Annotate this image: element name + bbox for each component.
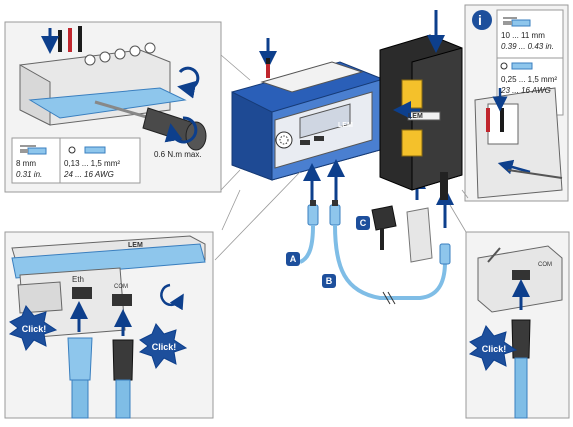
callout-c: C <box>356 216 370 230</box>
click-label-1: Click! <box>21 324 47 334</box>
callout-b: B <box>322 274 336 288</box>
rotate-arrow-icon <box>177 66 200 99</box>
logo-dial-icon <box>275 131 293 149</box>
display-window <box>299 103 351 139</box>
com-port-label-right: COM <box>538 262 552 268</box>
terminal-yellow-bottom <box>401 129 423 157</box>
top-left-terminal-panel <box>4 21 222 193</box>
panel-brand-label: LEM <box>128 242 143 249</box>
click-label-2: Click! <box>151 342 177 352</box>
black-sensor-module <box>379 34 463 200</box>
wire-awg: 24 ... 16 AWG <box>64 170 114 179</box>
module-brand-label: LEM <box>408 113 423 120</box>
click-starburst-2-icon <box>138 323 188 370</box>
wire-section: 0,13 ... 1,5 mm² <box>64 159 121 168</box>
info-strip-length: 10 ... 11 mm <box>501 31 545 40</box>
callout-a: A <box>286 252 300 266</box>
torque-label: 0.6 N.m max. <box>154 150 202 159</box>
flat-adapter <box>406 207 433 263</box>
info-wire-section-icon <box>500 62 533 70</box>
sensor-c <box>371 205 397 250</box>
port-eth <box>300 140 310 145</box>
info-icon <box>472 10 492 30</box>
strip-length-in: 0.31 in. <box>16 170 43 179</box>
com-plug-right <box>511 319 531 419</box>
port-com <box>314 136 324 141</box>
rj45-plug <box>67 301 93 419</box>
bottom-left-connection-panel <box>4 231 214 419</box>
meter-device <box>231 61 381 181</box>
info-wire-awg: 23 ... 16 AWG <box>501 86 551 95</box>
click-label-3: Click! <box>481 344 507 354</box>
wire-section-icon <box>68 146 106 154</box>
click-starburst-1-icon <box>8 305 58 352</box>
click-starburst-3-icon <box>468 325 518 372</box>
cable-b <box>329 200 451 305</box>
tighten-arrow-icon <box>164 116 198 144</box>
info-panel <box>464 4 569 202</box>
info-strip-length-in: 0.39 ... 0.43 in. <box>501 42 554 51</box>
strip-length-mm: 8 mm <box>16 159 36 168</box>
com-plug <box>112 309 134 419</box>
wire-ends <box>58 26 82 52</box>
bottom-right-connection-panel <box>465 231 570 419</box>
eth-port-label: Eth <box>72 275 85 284</box>
info-symbol: i <box>478 12 482 28</box>
cable-a <box>299 200 319 264</box>
port-eth-detail <box>72 287 92 299</box>
info-wire-section: 0,25 ... 1,5 mm² <box>501 75 558 84</box>
strip-length-icon <box>20 145 47 155</box>
terminal-screws <box>84 42 156 66</box>
port-com-right <box>512 270 530 280</box>
port-com-detail <box>112 294 132 306</box>
device-brand-label: LEM <box>338 122 353 129</box>
terminal-yellow-top <box>401 79 423 109</box>
com-port-label: COM <box>114 284 128 290</box>
info-strip-length-icon <box>503 17 531 27</box>
